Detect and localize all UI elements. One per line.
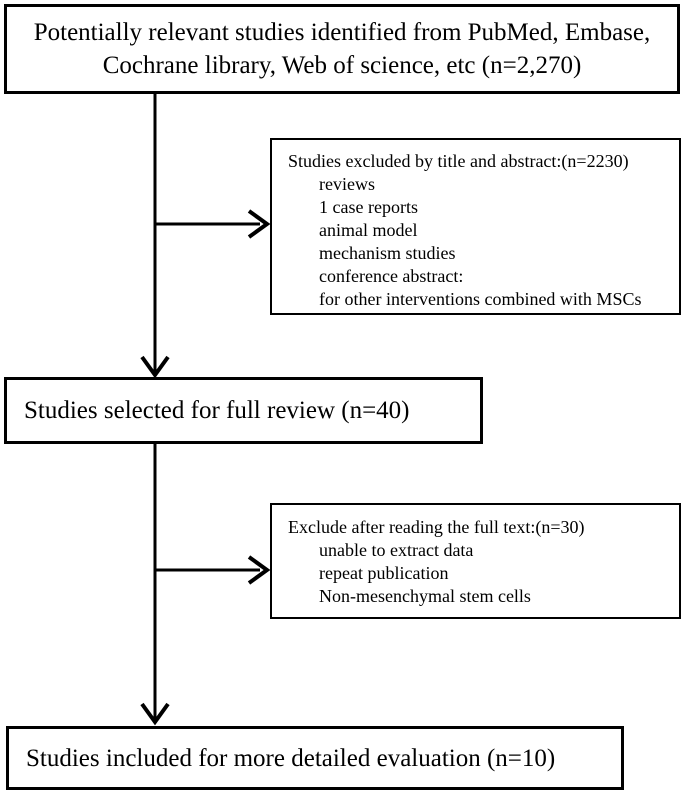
exclusion-reason: for other interventions combined with MS… — [319, 289, 642, 309]
exclusion-reason: unable to extract data — [319, 540, 474, 560]
exclusion-reason: animal model — [319, 220, 418, 240]
identified-studies-text: Potentially relevant studies identified … — [33, 19, 651, 79]
exclusion-reason: Non-mesenchymal stem cells — [319, 586, 531, 606]
included-studies-text: Studies included for more detailed evalu… — [26, 744, 556, 772]
arrow-identified-to-full-review — [140, 93, 170, 379]
box-excluded-title-abstract: Studies excluded by title and abstract:(… — [270, 138, 681, 315]
box-excluded-full-text: Exclude after reading the full text:(n=3… — [270, 503, 681, 619]
arrow-full-review-to-included — [140, 444, 170, 726]
excluded-title-abstract-list: reviews 1 case reports animal model mech… — [288, 173, 673, 311]
arrow-branch-to-excluded-full-text — [155, 555, 271, 585]
full-review-text: Studies selected for full review (n=40) — [24, 397, 410, 424]
exclusion-reason: 1 case reports — [319, 197, 418, 217]
exclusion-reason: mechanism studies — [319, 243, 456, 263]
exclusion-reason: reviews — [319, 174, 375, 194]
excluded-full-text-list: unable to extract data repeat publicatio… — [288, 539, 673, 608]
arrow-branch-to-excluded-title-abstract — [155, 209, 271, 239]
box-full-review: Studies selected for full review (n=40) — [4, 377, 483, 444]
exclusion-reason: conference abstract: — [319, 266, 464, 286]
exclusion-reason: repeat publication — [319, 563, 449, 583]
box-included-studies: Studies included for more detailed evalu… — [6, 726, 624, 790]
excluded-title-abstract-heading: Studies excluded by title and abstract:(… — [288, 151, 629, 171]
excluded-full-text-heading: Exclude after reading the full text:(n=3… — [288, 517, 585, 537]
box-identified-studies: Potentially relevant studies identified … — [4, 4, 680, 94]
